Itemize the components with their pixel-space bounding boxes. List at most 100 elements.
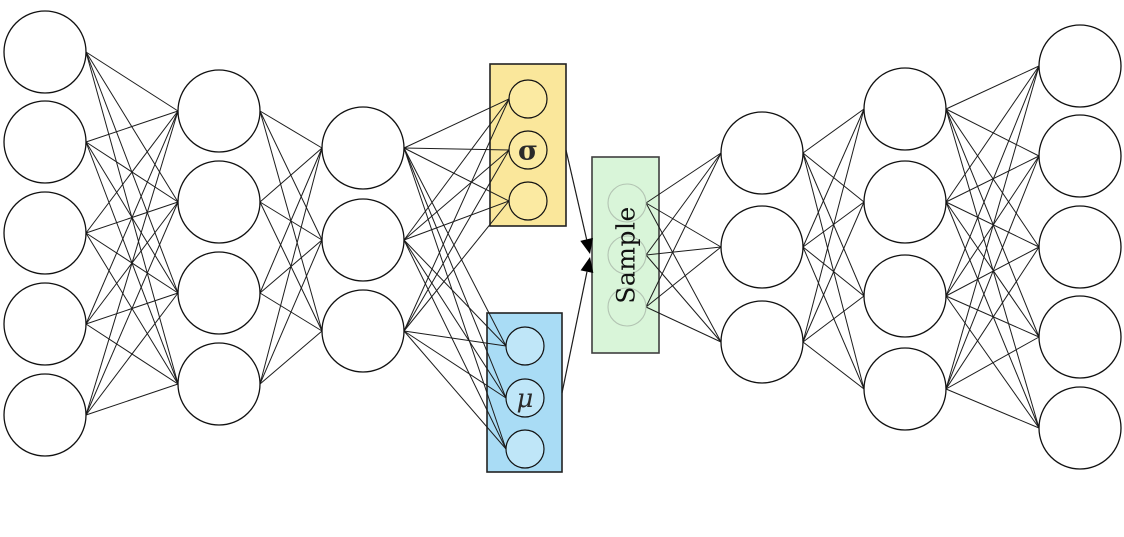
input-layer-node [3,373,87,457]
edge-decoder-hidden-2-to-output-layer [945,201,1040,248]
edge-input-layer-to-encoder-hidden-1 [85,383,179,416]
edge-decoder-hidden-1-to-decoder-hidden-2 [802,201,865,343]
edge-encoder-hidden-2-to-sigma-nodes [403,149,510,241]
mu-to-sample-arrow-head [580,257,594,274]
edge-decoder-hidden-2-to-output-layer [945,65,1040,110]
decoder-hidden-2-node [863,347,947,431]
sigma-label: σ [518,135,538,166]
edge-input-layer-to-encoder-hidden-1 [85,51,179,112]
edge-encoder-hidden-2-to-mu-nodes [403,239,507,450]
mu-label: μ [517,384,534,414]
edge-decoder-hidden-2-to-output-layer [945,388,1040,429]
edge-decoder-hidden-1-to-decoder-hidden-2 [802,295,865,343]
edge-encoder-hidden-2-to-sigma-nodes [403,147,510,151]
encoder-hidden-1-node [177,160,261,244]
edge-decoder-hidden-2-to-output-layer [945,336,1040,390]
mu-nodes-node [505,378,545,418]
edge-sample-nodes-to-decoder-hidden-1 [645,202,722,343]
edge-encoder-hidden-2-to-sigma-nodes [403,200,510,241]
sigma-nodes-node [508,181,548,221]
decoder-hidden-1-node [720,111,804,195]
sample-nodes-node [607,287,647,327]
edge-input-layer-to-encoder-hidden-1 [85,201,179,416]
sigma-nodes-node [508,79,548,119]
encoder-hidden-2-node [321,198,405,282]
edge-decoder-hidden-2-to-output-layer [945,201,1040,338]
sample-nodes-node [607,183,647,223]
output-layer-node [1038,205,1122,289]
decoder-hidden-1-node [720,300,804,384]
encoder-hidden-2-node [321,289,405,373]
input-layer-node [3,191,87,275]
encoder-hidden-1-node [177,251,261,335]
encoder-hidden-2-node [321,106,405,190]
mu-nodes-node [505,429,545,469]
edge-sample-nodes-to-decoder-hidden-1 [645,152,722,204]
edge-decoder-hidden-2-to-output-layer [945,65,1040,203]
output-layer-node [1038,386,1122,470]
output-layer-node [1038,295,1122,379]
edge-encoder-hidden-1-to-encoder-hidden-2 [259,147,323,385]
edge-encoder-hidden-2-to-sigma-nodes [403,147,510,202]
edge-input-layer-to-encoder-hidden-1 [85,110,179,234]
sigma-to-sample-arrow-head [580,237,593,254]
edge-sample-nodes-to-decoder-hidden-1 [645,152,722,256]
mu-to-sample-arrow-line [561,271,588,394]
edge-encoder-hidden-2-to-mu-nodes [403,330,507,347]
edge-decoder-hidden-2-to-output-layer [945,246,1040,390]
edge-encoder-hidden-1-to-encoder-hidden-2 [259,110,323,149]
mu-nodes-node [505,326,545,366]
edge-sample-nodes-to-decoder-hidden-1 [645,246,722,308]
edge-encoder-hidden-2-to-sigma-nodes [403,149,510,332]
edge-encoder-hidden-2-to-mu-nodes [403,147,507,347]
output-layer-node [1038,114,1122,198]
edge-sample-nodes-to-decoder-hidden-1 [645,254,722,343]
edge-encoder-hidden-2-to-mu-nodes [403,239,507,399]
edge-decoder-hidden-1-to-decoder-hidden-2 [802,341,865,390]
edge-encoder-hidden-1-to-encoder-hidden-2 [259,147,323,203]
edge-encoder-hidden-2-to-mu-nodes [403,147,507,450]
input-layer-node [3,282,87,366]
input-layer-node [3,100,87,184]
edge-decoder-hidden-2-to-output-layer [945,295,1040,338]
edge-input-layer-to-encoder-hidden-1 [85,110,179,325]
edge-input-layer-to-encoder-hidden-1 [85,110,179,416]
encoder-hidden-1-node [177,342,261,426]
edge-sample-nodes-to-decoder-hidden-1 [645,152,722,308]
edge-encoder-hidden-2-to-mu-nodes [403,239,507,347]
edge-decoder-hidden-2-to-output-layer [945,155,1040,390]
sample-nodes-node [607,235,647,275]
edge-encoder-hidden-2-to-sigma-nodes [403,98,510,332]
edge-encoder-hidden-2-to-mu-nodes [403,330,507,450]
edge-encoder-hidden-2-to-sigma-nodes [403,200,510,332]
edge-decoder-hidden-2-to-output-layer [945,65,1040,390]
edge-decoder-hidden-1-to-decoder-hidden-2 [802,108,865,248]
edge-sample-nodes-to-decoder-hidden-1 [645,306,722,343]
edge-input-layer-to-encoder-hidden-1 [85,292,179,416]
edge-encoder-hidden-1-to-encoder-hidden-2 [259,330,323,385]
encoder-hidden-1-node [177,69,261,153]
edge-decoder-hidden-1-to-decoder-hidden-2 [802,246,865,390]
edge-encoder-hidden-2-to-sigma-nodes [403,98,510,149]
edge-decoder-hidden-2-to-output-layer [945,155,1040,203]
edge-decoder-hidden-2-to-output-layer [945,108,1040,248]
edge-decoder-hidden-2-to-output-layer [945,295,1040,429]
decoder-hidden-2-node [863,254,947,338]
decoder-hidden-2-node [863,160,947,244]
decoder-hidden-1-node [720,205,804,289]
edge-encoder-hidden-1-to-encoder-hidden-2 [259,147,323,294]
edge-encoder-hidden-2-to-sigma-nodes [403,98,510,241]
edge-encoder-hidden-1-to-encoder-hidden-2 [259,239,323,385]
edge-decoder-hidden-2-to-output-layer [945,108,1040,157]
edge-decoder-hidden-2-to-output-layer [945,108,1040,429]
edge-sample-nodes-to-decoder-hidden-1 [645,202,722,248]
network-shapes [3,10,1122,473]
edge-encoder-hidden-2-to-mu-nodes [403,147,507,399]
edge-decoder-hidden-2-to-output-layer [945,65,1040,297]
output-layer-node [1038,24,1122,108]
edge-decoder-hidden-2-to-output-layer [945,108,1040,338]
edge-encoder-hidden-2-to-mu-nodes [403,330,507,399]
input-layer-node [3,10,87,94]
